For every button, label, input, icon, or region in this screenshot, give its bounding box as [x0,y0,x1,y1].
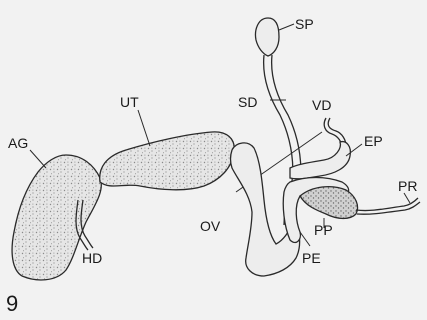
label-ut: UT [120,94,139,110]
uterus [100,132,248,190]
pr-leader [404,193,410,203]
label-pp: PP [314,222,333,238]
label-hd: HD [82,250,102,266]
penial-retractor [356,198,420,214]
label-ag: AG [8,135,28,151]
label-sp: SP [295,16,314,32]
label-pr: PR [398,178,417,194]
label-pe: PE [302,250,321,266]
label-ep: EP [364,133,383,149]
label-vd: VD [312,97,331,113]
figure-number: 9 [6,291,18,316]
label-sd: SD [238,94,257,110]
pe-leader [300,232,310,246]
spermatheca [256,18,280,56]
ut-leader [138,110,150,146]
label-ov: OV [200,218,221,234]
sp-leader [279,24,294,30]
ag-leader [30,150,46,168]
penis [300,187,358,219]
